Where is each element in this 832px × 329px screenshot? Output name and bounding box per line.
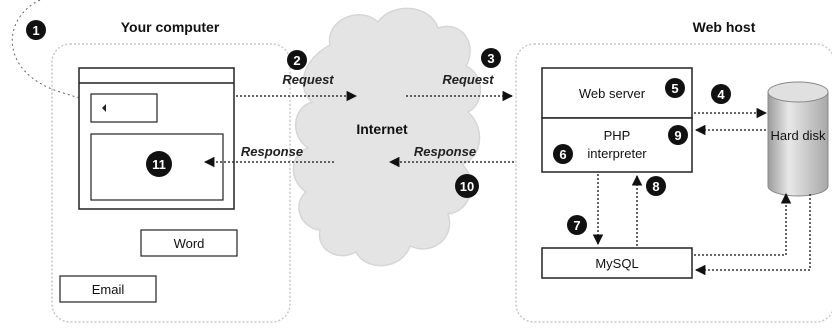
email-label: Email — [92, 282, 125, 297]
web-host-title: Web host — [693, 19, 756, 35]
step-4-marker: 4 — [711, 84, 731, 104]
step-1-marker: 1 — [26, 20, 46, 40]
response-label-2: Response — [414, 144, 476, 159]
svg-text:9: 9 — [674, 128, 681, 143]
web-server-label: Web server — [579, 86, 646, 101]
svg-text:11: 11 — [152, 157, 166, 172]
step-11-marker: 11 — [146, 151, 172, 177]
word-label: Word — [174, 236, 205, 251]
internet-cloud — [292, 7, 482, 267]
your-computer-title: Your computer — [121, 19, 220, 35]
web-host-panel — [515, 43, 832, 323]
hard-disk-label: Hard disk — [771, 128, 826, 143]
step-5-marker: 5 — [665, 78, 685, 98]
svg-text:3: 3 — [487, 51, 494, 66]
word-app-box — [140, 229, 238, 257]
mysql-label: MySQL — [595, 256, 638, 271]
your-computer-panel — [51, 43, 291, 323]
response-label-1: Response — [241, 144, 303, 159]
arrow-hard-disk-to-mysql — [694, 194, 811, 276]
step-7-marker: 7 — [567, 215, 587, 235]
svg-text:2: 2 — [293, 53, 300, 68]
php-label-line2: interpreter — [587, 146, 647, 161]
svg-text:5: 5 — [671, 81, 678, 96]
request-label-1: Request — [282, 72, 334, 87]
mysql-box — [541, 247, 693, 279]
step-10-marker: 10 — [455, 174, 479, 198]
request-label-2: Request — [442, 72, 494, 87]
email-app-box — [59, 275, 157, 303]
svg-text:6: 6 — [559, 147, 566, 162]
step-6-marker: 6 — [553, 144, 573, 164]
browser-address-field — [90, 93, 158, 123]
svg-text:10: 10 — [460, 179, 474, 194]
web-server-box — [541, 67, 693, 119]
step-3-marker: 3 — [481, 48, 501, 68]
php-label-line1: PHP — [604, 128, 631, 143]
step-9-marker: 9 — [668, 125, 688, 145]
step-1-connector — [11, 0, 87, 102]
internet-label: Internet — [356, 121, 408, 137]
step-2-marker: 2 — [287, 50, 307, 70]
svg-text:1: 1 — [32, 23, 39, 38]
svg-text:7: 7 — [573, 218, 580, 233]
svg-text:4: 4 — [717, 87, 725, 102]
svg-text:8: 8 — [652, 179, 659, 194]
step-8-marker: 8 — [646, 176, 666, 196]
hard-disk-cylinder — [767, 81, 829, 197]
address-arrow-icon — [102, 104, 106, 112]
arrow-mysql-to-hard-disk — [694, 192, 792, 256]
